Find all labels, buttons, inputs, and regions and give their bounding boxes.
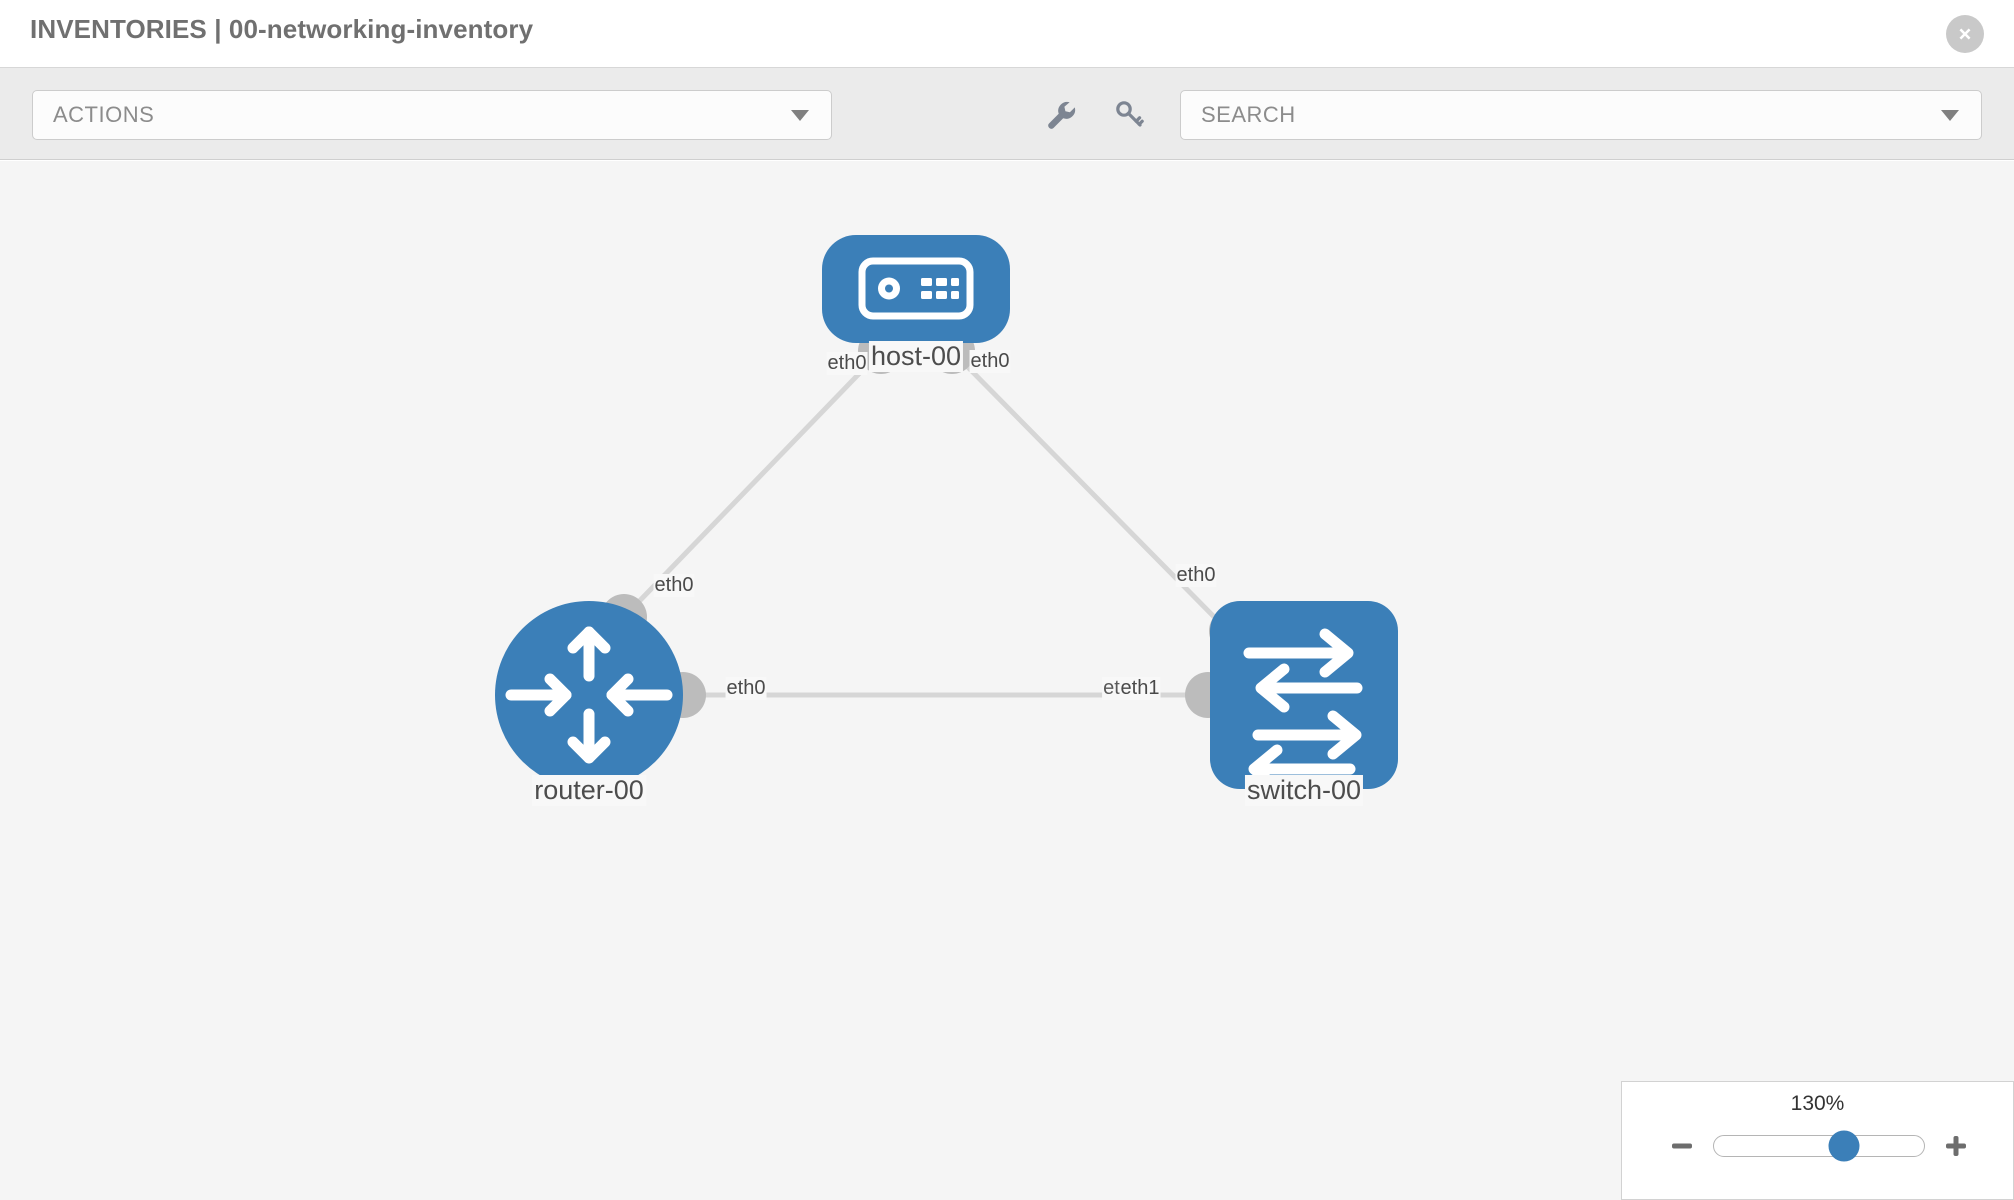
edge-host00-router00 bbox=[622, 349, 883, 619]
iface-label: eth0 bbox=[1175, 564, 1217, 587]
iface-label: eth0 bbox=[725, 677, 767, 700]
page-header: INVENTORIES | 00-networking-inventory bbox=[0, 0, 2014, 68]
zoom-control-panel: 130% bbox=[1621, 1081, 2014, 1200]
edges bbox=[622, 349, 1230, 698]
actions-dropdown-label: ACTIONS bbox=[53, 102, 155, 127]
iface-label: eth0 bbox=[969, 350, 1011, 373]
router-icon bbox=[505, 626, 673, 764]
topology-graph bbox=[495, 235, 1398, 794]
iface-label: eth1 bbox=[1119, 677, 1161, 700]
node-label-host-00: host-00 bbox=[868, 341, 964, 372]
node-switch-00 bbox=[1210, 601, 1398, 794]
edge-host00-switch00 bbox=[950, 349, 1230, 633]
iface-label: eth0 bbox=[826, 352, 868, 375]
wrench-icon[interactable] bbox=[1040, 94, 1082, 136]
node-label-router-00: router-00 bbox=[532, 775, 646, 806]
zoom-in-button[interactable] bbox=[1939, 1129, 1973, 1163]
node-router-00 bbox=[495, 601, 683, 789]
node-label-switch-00: switch-00 bbox=[1244, 775, 1364, 806]
search-input[interactable]: SEARCH bbox=[1180, 90, 1982, 140]
zoom-slider-thumb[interactable] bbox=[1828, 1130, 1860, 1162]
zoom-slider[interactable] bbox=[1712, 1130, 1925, 1162]
switch-icon bbox=[1243, 628, 1363, 794]
search-placeholder: SEARCH bbox=[1201, 102, 1296, 127]
close-icon[interactable] bbox=[1946, 15, 1984, 53]
actions-dropdown[interactable]: ACTIONS bbox=[32, 90, 832, 140]
iface-label: eth0 bbox=[653, 574, 695, 597]
zoom-level-value: 130% bbox=[1790, 1092, 1845, 1115]
ports bbox=[601, 328, 1255, 718]
toolbar: ACTIONS SEARCH bbox=[0, 68, 2014, 160]
key-icon[interactable] bbox=[1108, 94, 1150, 136]
node-host-00 bbox=[822, 235, 1010, 343]
chevron-down-icon bbox=[791, 109, 809, 121]
chevron-down-icon[interactable] bbox=[1941, 109, 1959, 121]
topology-canvas[interactable]: eth eth0 eth0 eth0 eth0 eth0 eth1 host-0… bbox=[0, 161, 2014, 1200]
server-icon bbox=[858, 257, 974, 320]
page-title: INVENTORIES | 00-networking-inventory bbox=[30, 14, 534, 44]
zoom-out-button[interactable] bbox=[1665, 1129, 1699, 1163]
